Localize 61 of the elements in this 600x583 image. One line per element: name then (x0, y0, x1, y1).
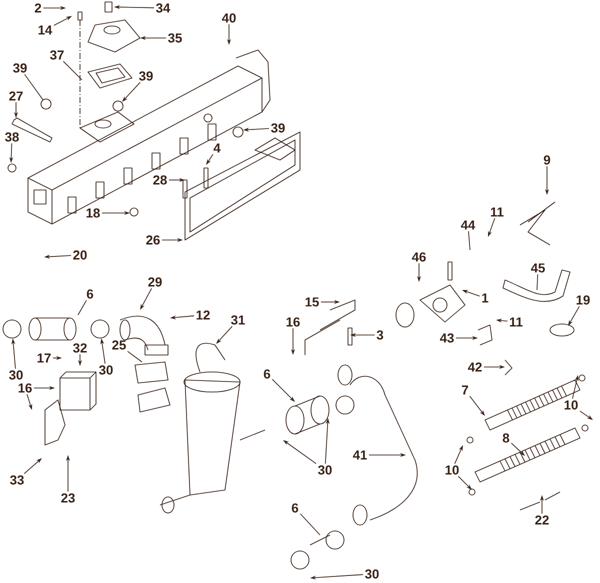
leader-line (24, 74, 44, 100)
callout-number: 41 (352, 450, 367, 460)
callout-number: 8 (502, 433, 510, 443)
callout-number: 29 (148, 277, 162, 287)
callout-number: 6 (86, 289, 94, 299)
callout-number: 26 (146, 235, 160, 245)
callout-number: 40 (222, 13, 236, 23)
callout-number: 2 (34, 3, 42, 13)
callout-number: 20 (73, 250, 87, 260)
callout-number: 44 (460, 220, 476, 230)
callout-number: 15 (306, 297, 319, 307)
callout-number: 39 (271, 123, 285, 133)
callout-number: 35 (168, 33, 182, 43)
callout-number: 34 (156, 3, 170, 13)
leader-line (300, 513, 320, 536)
callout-number: 9 (544, 155, 550, 165)
callout-number: 33 (10, 475, 24, 485)
callout-number: 32 (73, 343, 87, 353)
clamp-ring (2, 320, 22, 338)
callout-number: 39 (139, 71, 153, 81)
callout-number: 16 (18, 383, 32, 393)
callout-number: 12 (196, 310, 210, 320)
callout-number: 39 (13, 63, 27, 73)
callout-number: 27 (9, 91, 23, 101)
callout-number: 38 (5, 132, 19, 142)
callout-number: 14 (38, 26, 52, 34)
callout-number: 28 (153, 175, 167, 185)
callout-number: 1 (482, 294, 488, 302)
callout-number: 37 (50, 50, 64, 60)
callout-number: 42 (468, 362, 482, 372)
callout-number: 25 (112, 340, 126, 350)
callout-number: 11 (490, 208, 504, 216)
callout-number: 17 (38, 354, 51, 362)
leader-line (468, 230, 470, 250)
callout-number: 19 (576, 295, 590, 305)
callout-number: 18 (86, 208, 100, 218)
callout-number: 46 (412, 252, 426, 262)
callout-number: 7 (462, 386, 468, 394)
callout-number: 10 (446, 465, 459, 475)
leader-line (62, 60, 82, 80)
callout-number: 4 (214, 144, 221, 152)
callout-number: 6 (264, 369, 270, 379)
callout-number: 30 (318, 465, 332, 475)
leader-line (127, 350, 142, 362)
callout-number: 45 (530, 263, 545, 273)
callout-number: 43 (440, 333, 454, 343)
clamp-ring (40, 98, 52, 110)
leader-line (78, 300, 87, 316)
callout-number: 16 (286, 317, 300, 327)
callout-number: 6 (292, 503, 298, 513)
clamp-ring (90, 320, 110, 338)
leader-line (536, 274, 538, 290)
callout-number: 11 (510, 318, 522, 326)
callout-number: 22 (535, 515, 549, 525)
callout-number: 30 (365, 569, 379, 579)
callout-number: 30 (99, 365, 113, 375)
callout-number: 10 (564, 400, 578, 410)
callout-number: 31 (231, 315, 245, 325)
callout-number: 30 (9, 370, 23, 380)
callout-number: 23 (61, 493, 75, 503)
callout-number: 3 (376, 330, 384, 340)
